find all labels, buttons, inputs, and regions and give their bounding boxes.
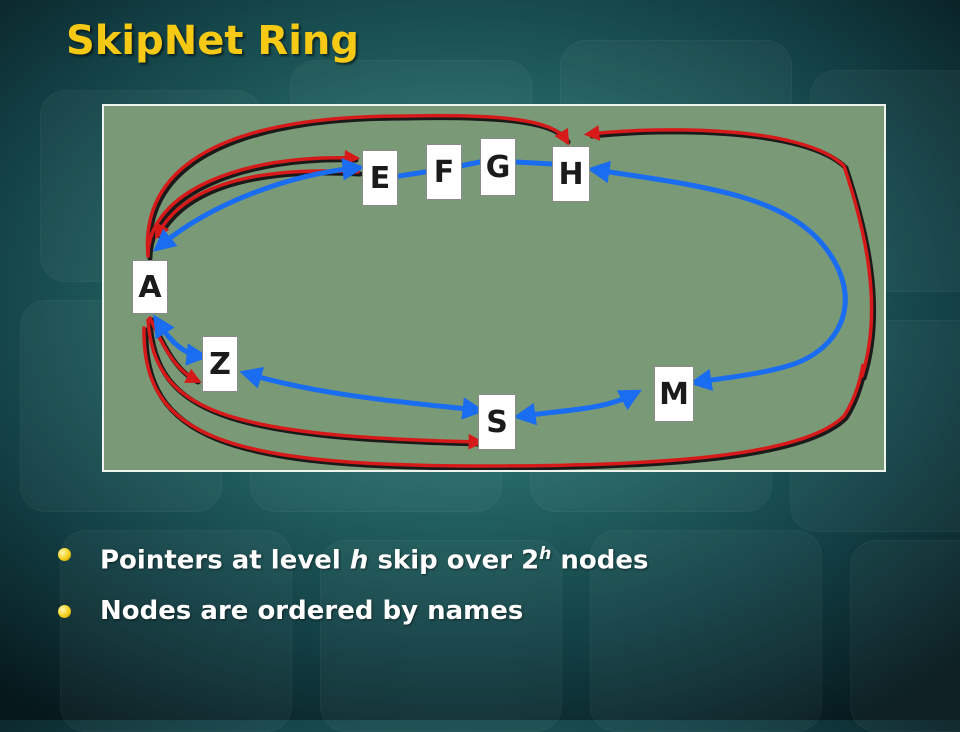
node-g: G	[480, 138, 516, 196]
bullet-text-mid: skip over 2	[368, 545, 540, 576]
node-z: Z	[202, 336, 238, 392]
skip-link-a-m-outer	[142, 326, 865, 468]
skipnet-ring-diagram: A E F G H M S Z	[102, 104, 886, 472]
bullet-list: Pointers at level h skip over 2h nodes N…	[50, 536, 648, 643]
node-s: S	[478, 394, 516, 450]
node-m: M	[654, 366, 694, 422]
bullet-text-sup: h	[539, 544, 551, 564]
skip-link-m-h	[583, 125, 874, 378]
bullet-text-post: nodes	[551, 545, 649, 576]
bullet-text-sup-var: h	[539, 544, 552, 564]
node-f: F	[426, 144, 462, 200]
ring-link-z-a	[153, 314, 209, 366]
bullet-item: Pointers at level h skip over 2h nodes	[50, 536, 648, 579]
ring-link-g-h	[513, 159, 555, 167]
ring-link-f-g	[457, 159, 483, 169]
node-h: H	[552, 146, 590, 202]
bullet-dot-icon	[58, 604, 71, 618]
node-e: E	[362, 150, 398, 206]
node-a: A	[132, 260, 168, 314]
ring-link-e-f	[396, 169, 428, 179]
ring-links	[153, 158, 848, 426]
bullet-text: Nodes are ordered by names	[100, 595, 524, 626]
bullet-text-pre: Pointers at level	[100, 545, 350, 576]
bullet-item: Nodes are ordered by names	[50, 593, 648, 629]
ring-link-h-m	[587, 160, 848, 392]
ring-link-m-s	[513, 389, 642, 426]
slide-title: SkipNet Ring	[66, 18, 360, 64]
bullet-dot-icon	[58, 548, 71, 561]
ring-link-s-z	[239, 366, 485, 420]
ring-links-svg	[142, 113, 877, 470]
ring-link-a-e	[153, 158, 365, 252]
bullet-text-var: h	[349, 545, 369, 576]
